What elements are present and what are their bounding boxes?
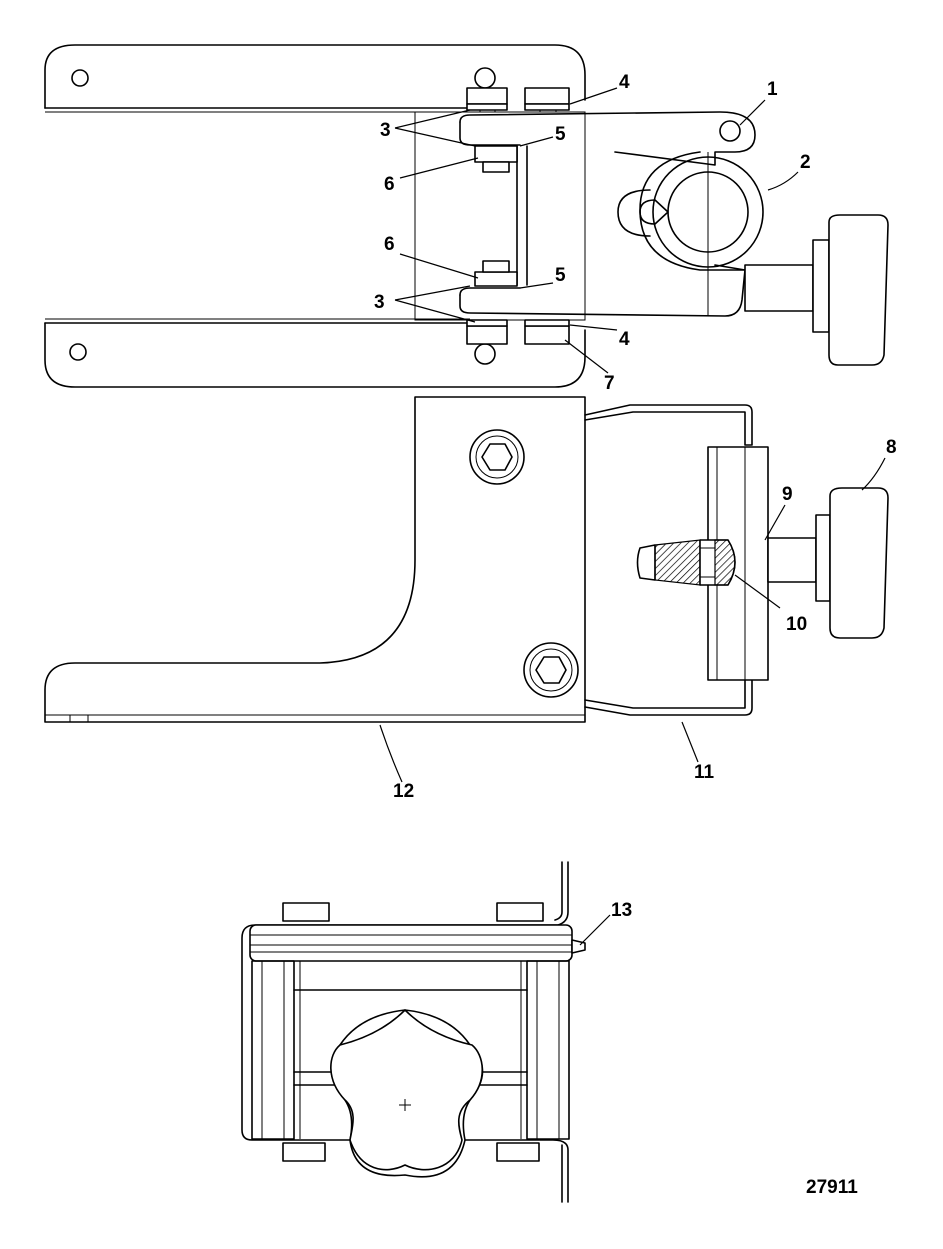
- figure-number: 27911: [806, 1177, 858, 1198]
- callout-10: 10: [786, 614, 807, 635]
- callout-5: 5: [555, 265, 566, 286]
- knob: [828, 214, 889, 366]
- callout-12: 12: [393, 781, 414, 802]
- callout-5: 5: [555, 124, 566, 145]
- hex-bolt: [282, 1142, 326, 1162]
- end-view: [241, 861, 586, 1203]
- hex-bolt-top: [466, 67, 570, 112]
- hex-bolt: [282, 902, 330, 922]
- hex-bolt-bottom: [466, 319, 570, 365]
- mounting-hole: [71, 69, 89, 87]
- callout-11: 11: [694, 762, 715, 783]
- callout-7: 7: [604, 373, 615, 394]
- side-view: [44, 396, 889, 723]
- callout-3: 3: [380, 120, 391, 141]
- hex-bolt-head: [469, 429, 525, 485]
- lock-nut: [474, 271, 518, 287]
- mounting-hole: [69, 343, 87, 361]
- callout-2: 2: [800, 152, 811, 173]
- hex-bolt-head: [523, 642, 579, 698]
- lock-nut: [474, 145, 518, 163]
- knob: [829, 487, 889, 639]
- pivot-shaft: [249, 924, 573, 962]
- callout-3: 3: [374, 292, 385, 313]
- threaded-stud-section: [636, 539, 736, 586]
- callout-13: 13: [611, 900, 632, 921]
- callout-4: 4: [619, 72, 630, 93]
- callout-6: 6: [384, 174, 395, 195]
- hex-bolt: [496, 1142, 540, 1162]
- callout-8: 8: [886, 437, 897, 458]
- hex-bolt: [496, 902, 544, 922]
- callouts: 1 2 3 4 5 6 6 5 3 4 7 8 9 10 11 12 13: [374, 72, 897, 921]
- callout-4: 4: [619, 329, 630, 350]
- callout-9: 9: [782, 484, 793, 505]
- pivot-pin: [719, 120, 741, 142]
- top-view: [44, 44, 889, 388]
- leader-lines: [379, 87, 886, 946]
- knob-assembly-top: [744, 214, 889, 366]
- callout-6: 6: [384, 234, 395, 255]
- clamp-ring: [617, 151, 764, 316]
- callout-1: 1: [767, 79, 778, 100]
